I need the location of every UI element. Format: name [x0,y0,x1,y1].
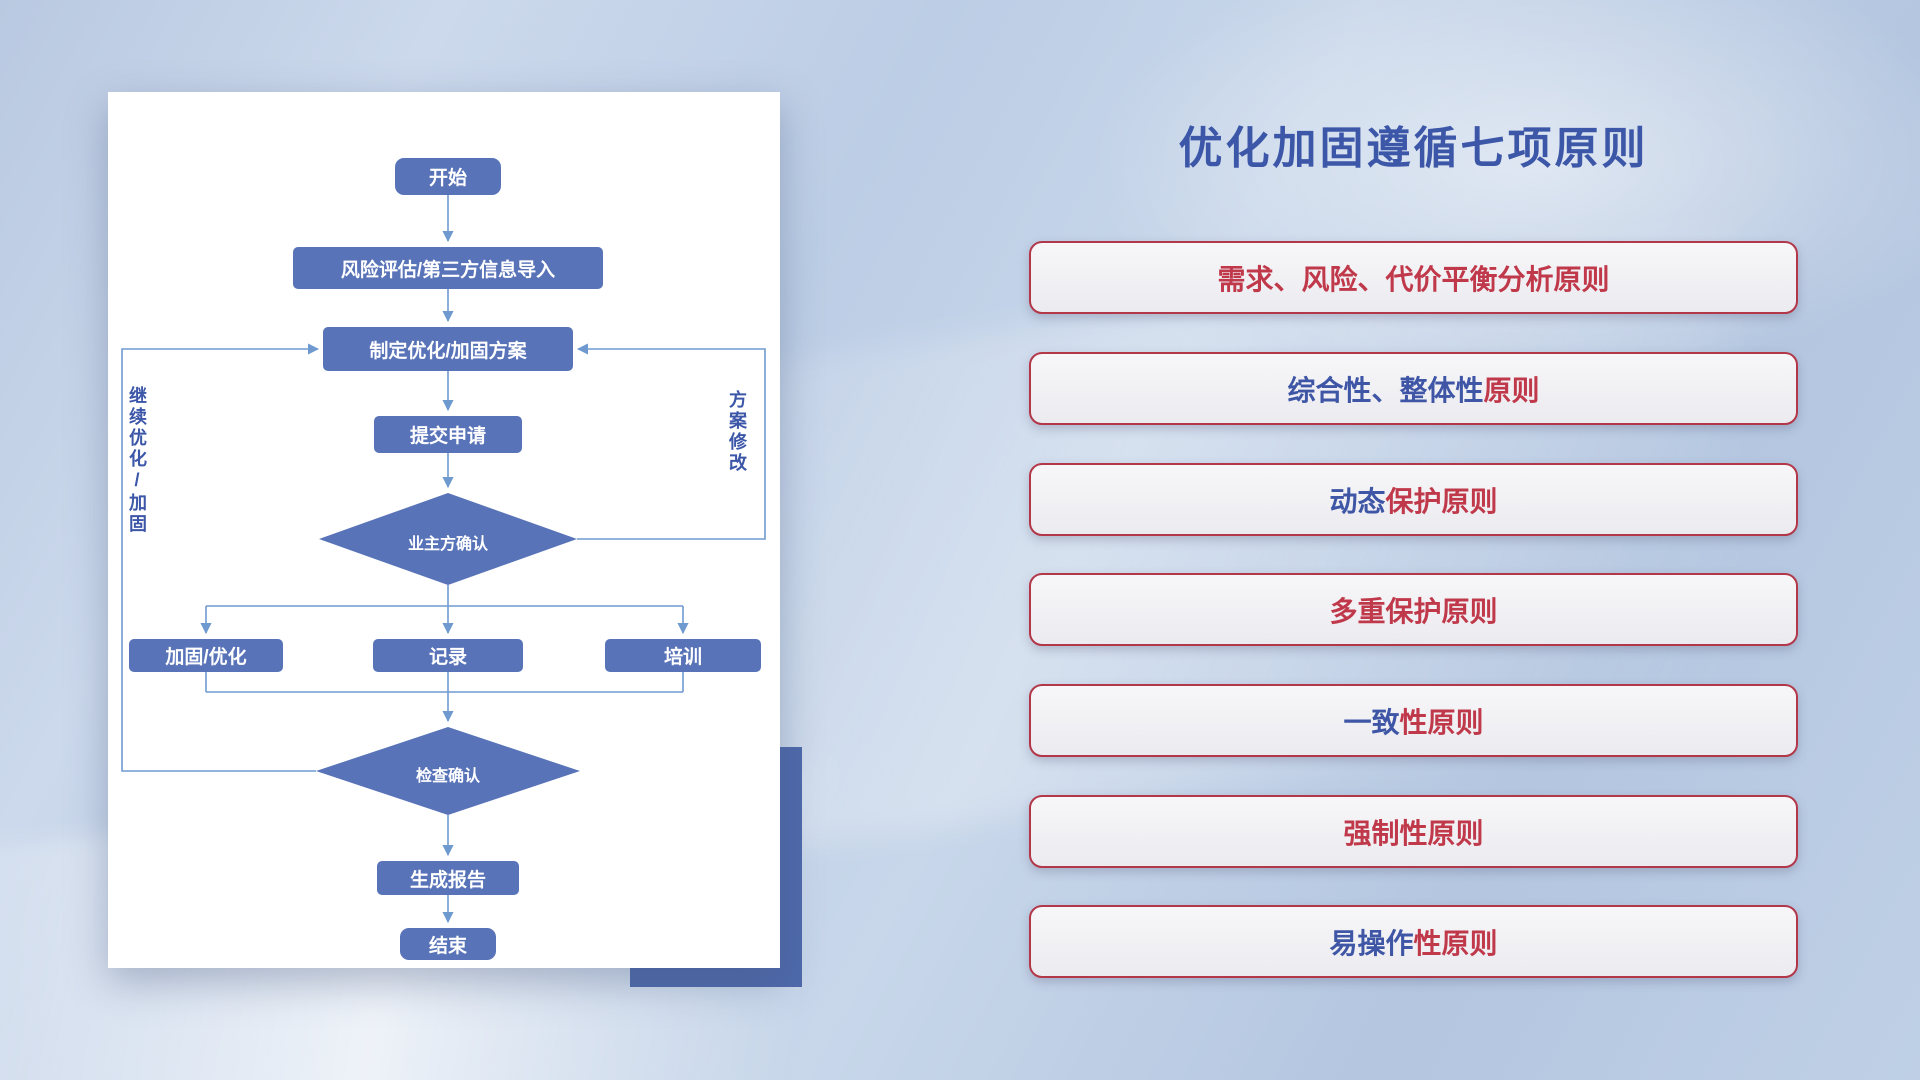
flow-node-submit: 提交申请 [374,416,522,453]
principle-text-blue: 易操作 [1329,927,1414,959]
principle-card-2: 综合性、整体性原则 [1029,352,1798,425]
principle-text-blue: 综合性、整体性 [1287,374,1484,406]
principle-text-red: 性原则 [1399,706,1484,738]
principle-card-4: 多重保护原则 [1029,573,1798,646]
principle-card-5: 一致性原则 [1029,684,1798,757]
flow-node-reinforce: 加固/优化 [129,639,283,672]
flow-node-end: 结束 [400,928,496,960]
principle-text-blue: 一致 [1343,706,1400,738]
principle-text-red: 性原则 [1413,927,1498,959]
connector-arrow-continue-loop [121,343,320,772]
flow-node-risk-import: 风险评估/第三方信息导入 [293,247,603,289]
principle-text-red: 多重保护原则 [1329,595,1498,627]
decision-diamond-owner-confirm [319,493,577,585]
principle-text-red: 需求、风险、代价平衡分析原则 [1217,263,1610,295]
page-title: 优化加固遵循七项原则 [1178,124,1649,173]
connector-arrow-plan-modify-loop [576,343,766,540]
flow-node-check-confirm-label: 检查确认 [415,768,480,785]
flow-node-owner-confirm-label: 业主方确认 [407,536,488,553]
flowchart-card: 开始 风险评估/第三方信息导入 制定优化/加固方案 提交申请 业主方确认 加固/… [108,92,780,968]
loop-label-plan-modify: 方案修改 [727,390,747,474]
flow-node-report: 生成报告 [377,861,519,895]
flow-node-start: 开始 [395,158,501,195]
flow-node-make-plan: 制定优化/加固方案 [323,327,573,371]
principle-card-1: 需求、风险、代价平衡分析原则 [1029,241,1798,314]
principle-text-blue: 动态 [1329,485,1386,517]
principle-text-red: 原则 [1483,374,1540,406]
principle-card-3: 动态保护原则 [1029,463,1798,536]
principle-text-red: 保护原则 [1385,485,1498,517]
background-streak-top-right [1075,0,1920,389]
flow-node-record: 记录 [373,639,523,672]
principle-card-6: 强制性原则 [1029,795,1798,868]
principle-text-red: 强制性原则 [1343,817,1484,849]
loop-label-continue-optimize: 继续优化/加固 [127,386,147,535]
principle-card-7: 易操作性原则 [1029,905,1798,978]
flow-node-training: 培训 [605,639,761,672]
